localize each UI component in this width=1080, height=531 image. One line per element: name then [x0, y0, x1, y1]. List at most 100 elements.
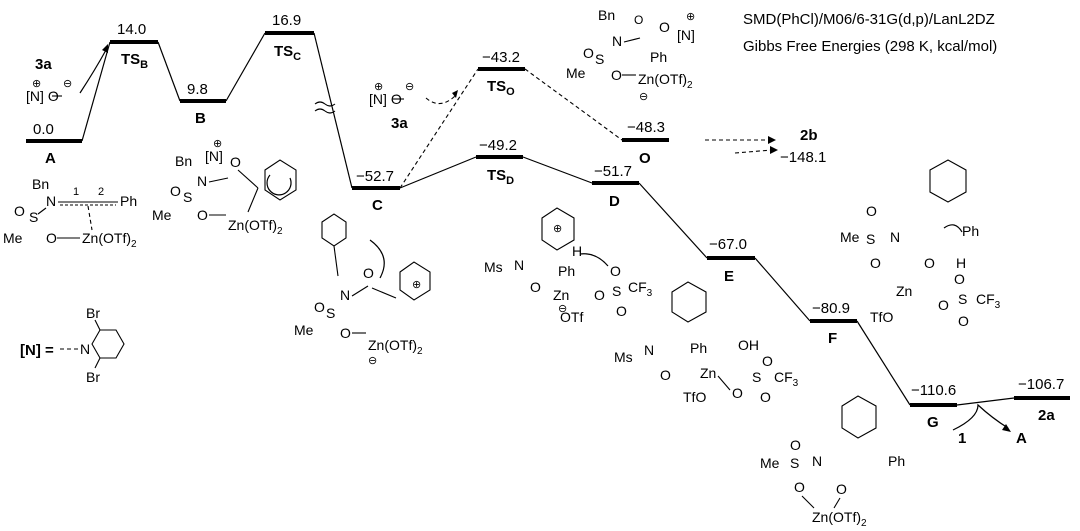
label-D: D [609, 193, 620, 210]
svg-text:Bn: Bn [175, 153, 192, 169]
svg-text:O: O [197, 207, 208, 223]
svg-text:Me: Me [840, 229, 860, 245]
svg-text:O: O [610, 263, 621, 279]
label-C: C [372, 197, 383, 214]
svg-text:S: S [866, 231, 875, 247]
svg-text:O: O [866, 203, 877, 219]
label-G: G [927, 414, 939, 431]
svg-text:O: O [794, 479, 805, 495]
svg-text:⊖: ⊖ [368, 355, 377, 367]
energy-F: −80.9 [812, 300, 850, 317]
svg-text:O: O [938, 297, 949, 313]
svg-text:O: O [660, 367, 671, 383]
svg-text:Br: Br [86, 369, 100, 385]
svg-text:1: 1 [958, 430, 966, 447]
svg-text:Ms: Ms [484, 259, 503, 275]
svg-text:⊕: ⊕ [412, 279, 421, 291]
energy-G: −110.6 [911, 382, 956, 399]
svg-text:Ph: Ph [962, 223, 979, 239]
label-2b: 2b [800, 127, 818, 144]
energy-TSD: −49.2 [479, 137, 517, 154]
structure-F: O Me S N O Ph O H Zn TfO O S O O CF3 [840, 159, 1001, 329]
state-labels: A TSB B TSC C TSO O TSD D E F G 2a 2b [45, 43, 1055, 431]
structure-G: O Me S N Ph O O Zn(OTf)2 [760, 395, 905, 529]
svg-text:[N]: [N] [677, 27, 695, 43]
axis-break-mark [314, 101, 336, 114]
method-label: SMD(PhCl)/M06/6-31G(d,p)/LanL2DZ [743, 11, 995, 28]
svg-text:Ms: Ms [614, 349, 633, 365]
svg-text:O: O [870, 255, 881, 271]
svg-text:O: O [340, 325, 351, 341]
svg-text:1: 1 [73, 186, 79, 198]
structure-O: Bn N O O [N] ⊕ Ph O S Me O Zn(OTf)2 ⊖ [566, 7, 695, 103]
svg-text:A: A [1016, 430, 1027, 447]
reagent-3a-top: 3a [N]O ⊕ ⊖ [26, 44, 108, 104]
svg-text:Me: Me [294, 322, 314, 338]
energy-TSB: 14.0 [117, 21, 146, 38]
svg-text:N: N [340, 287, 350, 303]
svg-text:S: S [595, 51, 604, 67]
svg-text:⊖: ⊖ [558, 303, 567, 315]
label-F: F [828, 330, 837, 347]
svg-text:Ph: Ph [120, 193, 137, 209]
svg-text:⊖: ⊖ [639, 91, 648, 103]
svg-text:Zn(OTf)2: Zn(OTf)2 [82, 230, 137, 250]
structure-TSD: ⊕ N Ms H Ph O Zn ⊖ OTf O S O O CF3 [484, 207, 653, 325]
svg-text:Ph: Ph [558, 263, 575, 279]
svg-text:Zn: Zn [553, 287, 569, 303]
energy-TSO: −43.2 [482, 49, 520, 66]
svg-text:O: O [611, 67, 622, 83]
svg-text:S: S [752, 369, 761, 385]
reagent-1-release-A: 1 A [952, 403, 1027, 447]
energy-D: −51.7 [594, 163, 632, 180]
svg-text:Ph: Ph [650, 49, 667, 65]
svg-text:⊕: ⊕ [32, 78, 41, 90]
arrows-to-2b [705, 136, 778, 154]
svg-text:Zn(OTf)2: Zn(OTf)2 [228, 217, 283, 237]
energy-TSC: 16.9 [272, 12, 301, 29]
svg-text:N: N [890, 229, 900, 245]
svg-text:2: 2 [98, 186, 104, 198]
label-E: E [724, 268, 734, 285]
label-TSO: TSO [487, 78, 515, 98]
svg-text:⊕: ⊕ [686, 11, 695, 23]
svg-text:S: S [790, 455, 799, 471]
svg-text:O: O [363, 265, 374, 281]
svg-text:O: O [760, 389, 771, 405]
svg-text:Bn: Bn [598, 7, 615, 23]
svg-text:O: O [954, 271, 965, 287]
structure-E: N Ms Ph O Zn TfO OH O S O O CF3 [614, 281, 799, 405]
label-TSC: TSC [274, 43, 301, 63]
svg-text:O: O [170, 183, 181, 199]
svg-text:O: O [530, 279, 541, 295]
svg-text:TfO: TfO [683, 389, 706, 405]
svg-text:CF3: CF3 [976, 291, 1001, 311]
svg-text:O: O [732, 385, 743, 401]
energy-levels [26, 31, 1070, 407]
svg-text:Me: Me [3, 230, 23, 246]
svg-text:CF3: CF3 [774, 369, 799, 389]
svg-text:N: N [812, 453, 822, 469]
svg-text:[N]: [N] [205, 148, 223, 164]
svg-text:H: H [956, 255, 966, 271]
level-connectors [81, 32, 1015, 406]
energy-E: −67.0 [709, 236, 747, 253]
svg-text:Me: Me [566, 65, 586, 81]
label-A: A [45, 150, 56, 167]
svg-text:N: N [197, 173, 207, 189]
svg-text:S: S [326, 305, 335, 321]
svg-text:O: O [790, 437, 801, 453]
svg-text:Bn: Bn [32, 176, 49, 192]
svg-text:Me: Me [152, 207, 172, 223]
svg-text:Me: Me [760, 455, 780, 471]
svg-text:O: O [46, 230, 57, 246]
structure-B: [N] ⊕ O Bn N O S Me O Zn(OTf)2 [152, 138, 297, 237]
svg-text:S: S [29, 209, 38, 225]
svg-text:N: N [612, 33, 622, 49]
svg-text:S: S [612, 283, 621, 299]
energy-values: 0.0 14.0 9.8 16.9 −52.7 −43.2 −48.3 −49.… [33, 12, 1064, 399]
structure-C: N O ⊕ O S Me O Zn(OTf)2 ⊖ [294, 213, 431, 367]
svg-text:N: N [644, 342, 654, 358]
svg-text:O: O [616, 303, 627, 319]
svg-text:OH: OH [738, 337, 759, 353]
